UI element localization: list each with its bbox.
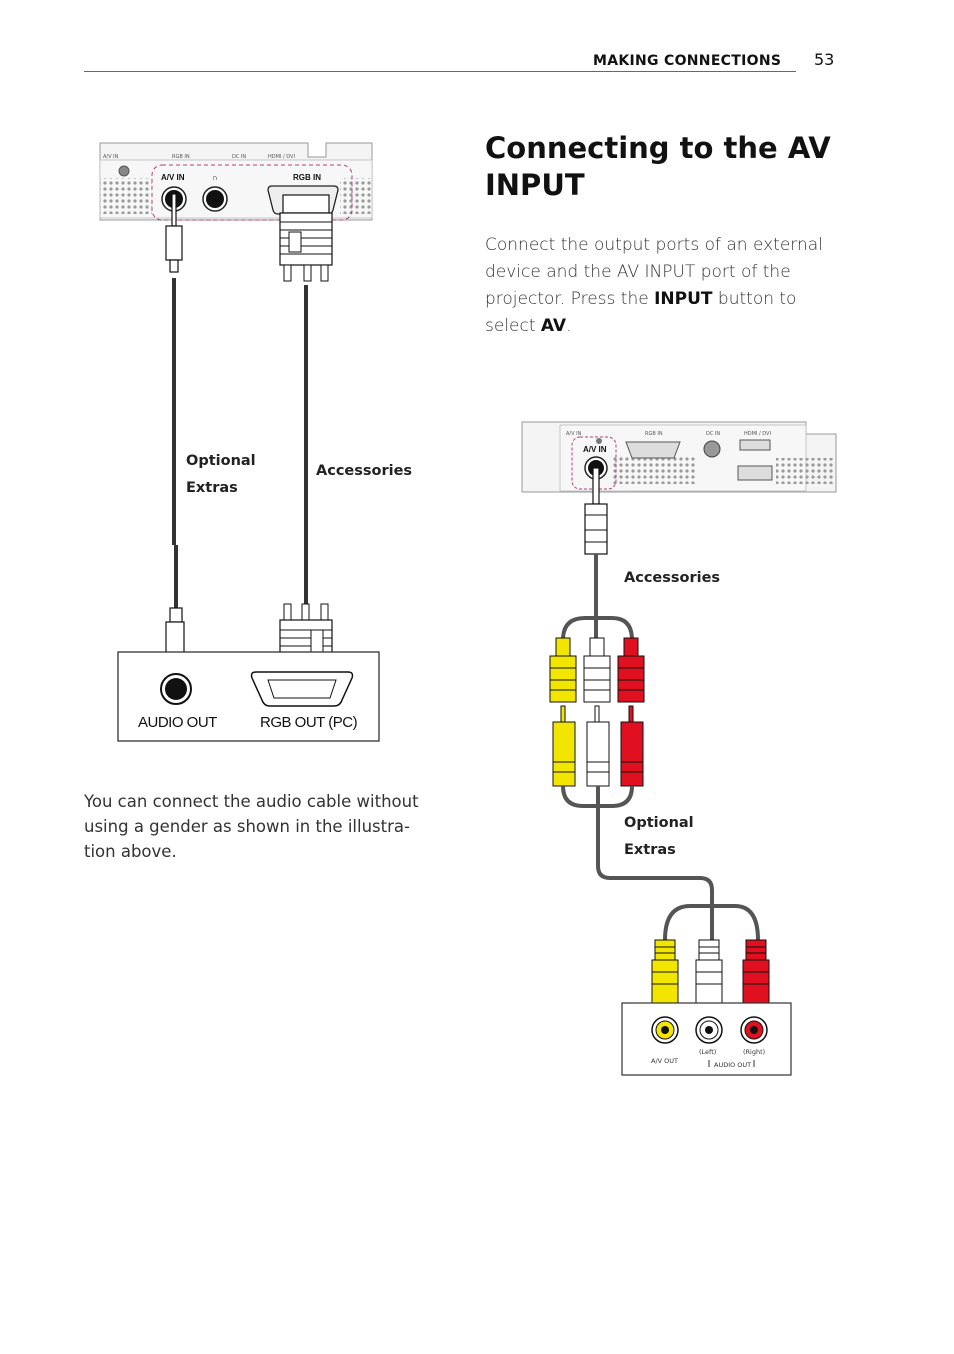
left-diagram: A/V IN RGB IN DC IN HDMI / DVI A/V IN RG… <box>99 142 380 742</box>
panel-label: RGB IN <box>172 154 190 160</box>
rgb-out-label: RGB OUT (PC) <box>260 714 358 731</box>
optional-word: Optional <box>186 453 256 469</box>
intro-text-2: button to select <box>485 289 797 336</box>
header-rule <box>84 71 796 72</box>
panel-label: HDMI / DVI <box>268 154 295 160</box>
intro-bold-input: INPUT <box>654 289 713 309</box>
rca-plugs-bottom <box>651 939 770 1005</box>
accessories-label-left: Accessories <box>316 463 413 479</box>
av-in-port-label: A/V IN <box>161 173 185 182</box>
accessories-label-right: Accessories <box>624 570 721 586</box>
av-in-port-label: A/V IN <box>583 445 607 454</box>
av-cable-top <box>561 554 634 641</box>
right-diagram: A/V IN RGB IN DC IN HDMI / DVI A/V IN <box>521 421 837 1076</box>
intro-text-1: Connect the output ports of an external … <box>485 235 823 309</box>
panel-label: HDMI / DVI <box>744 431 771 437</box>
note-paragraph: You can connect the audio cable without … <box>84 792 419 861</box>
page-number: 53 <box>814 50 835 69</box>
av-out-label: A/V OUT <box>651 1057 678 1065</box>
section-title: MAKING CONNECTIONS <box>593 53 782 69</box>
panel-label: RGB IN <box>645 431 663 437</box>
left-label: (Left) <box>699 1048 716 1056</box>
panel-label: DC IN <box>706 431 720 437</box>
av-cable-bottom <box>561 785 760 941</box>
source-device-right: A/V OUT (Left) (Right) AUDIO OUT <box>621 1002 792 1076</box>
projector-panel-left: A/V IN RGB IN DC IN HDMI / DVI A/V IN RG… <box>99 142 373 221</box>
extras-word: Extras <box>186 480 238 496</box>
rgb-in-port-label: RGB IN <box>293 173 321 182</box>
panel-label: DC IN <box>232 154 246 160</box>
projector-panel-right: A/V IN RGB IN DC IN HDMI / DVI A/V IN <box>521 421 837 493</box>
intro-bold-av: AV <box>540 316 567 336</box>
page-title: Connecting to the AV INPUT <box>485 131 831 202</box>
optional-word: Optional <box>624 815 694 831</box>
audio-plug-top <box>165 193 183 273</box>
panel-label: A/V IN <box>103 154 119 160</box>
intro-text-3: . <box>566 316 572 336</box>
panel-label: A/V IN <box>566 431 582 437</box>
optional-extras-label-right: Optional Extras <box>624 810 694 864</box>
extras-word: Extras <box>624 842 676 858</box>
optional-extras-label-left: Optional Extras <box>186 448 256 502</box>
headphone-icon: ∩ <box>212 173 218 182</box>
audio-out-label: AUDIO OUT <box>138 714 217 731</box>
audio-out-label: AUDIO OUT <box>714 1061 751 1069</box>
right-label: (Right) <box>743 1048 765 1056</box>
rca-plugs-middle <box>552 705 644 787</box>
vga-plug-top <box>279 194 333 282</box>
intro-paragraph: Connect the output ports of an external … <box>485 232 835 340</box>
rca-plugs-top <box>549 637 645 703</box>
source-device-left <box>117 651 380 742</box>
